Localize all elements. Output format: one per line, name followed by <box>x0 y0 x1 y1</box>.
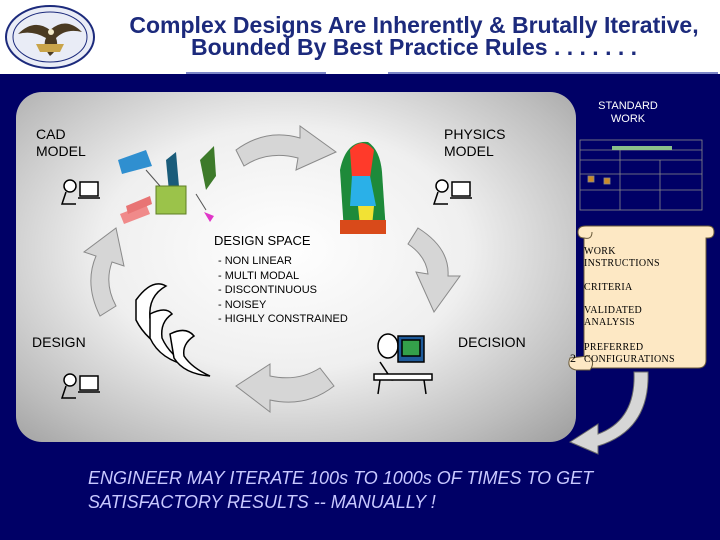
arrow-standard-work-to-cycle-icon <box>568 371 649 455</box>
title-underline-left <box>186 72 326 74</box>
scroll-item-line: WORK <box>584 246 616 257</box>
arrow-decision-to-design-icon <box>235 363 335 414</box>
scroll-item-line: CONFIGURATIONS <box>584 354 675 365</box>
arrow-cad-to-physics-icon <box>235 125 337 171</box>
standard-work-title-line-1: STANDARD <box>598 100 658 112</box>
design-space-title: DESIGN SPACE <box>214 233 311 248</box>
scroll-item-work-instructions: WORK INSTRUCTIONS <box>584 246 660 270</box>
standard-work-title-line-2: WORK <box>610 113 646 125</box>
scroll-number: 2 <box>570 351 576 365</box>
scroll-item-criteria: CRITERIA <box>584 282 633 294</box>
slide-title: Complex Designs Are Inherently & Brutall… <box>108 12 720 60</box>
scroll-item-validated-analysis: VALIDATED ANALYSIS <box>584 305 642 329</box>
footer-line-2: SATISFACTORY RESULTS -- MANUALLY ! <box>88 492 436 512</box>
decision-label: DECISION <box>458 334 526 350</box>
design-space-item: - NON LINEAR <box>218 255 292 267</box>
footer-statement: ENGINEER MAY ITERATE 100s TO 1000s OF TI… <box>88 466 708 514</box>
standard-work-title: STANDARD WORK <box>594 100 662 126</box>
scroll-item-preferred-configurations: PREFERRED CONFIGURATIONS <box>584 342 675 366</box>
scroll-item-line: VALIDATED <box>584 305 643 316</box>
physics-model-illustration <box>340 141 386 234</box>
title-line-1: Complex Designs Are Inherently & Brutall… <box>129 12 699 38</box>
design-label: DESIGN <box>32 334 86 350</box>
cad-model-illustration <box>118 146 216 224</box>
cad-label-line-2: MODEL <box>36 143 86 159</box>
standard-work-scroll-illustration <box>568 225 715 371</box>
arrow-design-to-cad-icon <box>82 227 125 317</box>
standard-work-document-thumbnail <box>579 139 703 211</box>
arrow-physics-to-decision-icon <box>407 227 461 313</box>
design-space-list: - NON LINEAR - MULTI MODAL - DISCONTINUO… <box>218 254 348 327</box>
cad-model-label: CAD MODEL <box>36 126 86 160</box>
design-space-item: - MULTI MODAL <box>218 269 300 282</box>
blade-profiles-illustration <box>135 283 211 377</box>
engineer-computer-icon-physics <box>432 179 472 205</box>
design-space-item: - DISCONTINUOUS <box>218 284 317 296</box>
cad-label-line-1: CAD <box>36 126 66 142</box>
physics-label-line-1: PHYSICS <box>444 126 506 142</box>
physics-label-line-2: MODEL <box>444 143 494 159</box>
scroll-item-line: PREFERRED <box>584 342 644 353</box>
title-underline-right <box>388 72 718 74</box>
footer-line-1: ENGINEER MAY ITERATE 100s TO 1000s OF TI… <box>88 468 594 488</box>
eagle-logo-icon <box>5 5 95 69</box>
design-space-item: - HIGHLY CONSTRAINED <box>218 313 348 325</box>
scroll-item-line: INSTRUCTIONS <box>584 258 660 269</box>
engineer-computer-icon-cad <box>60 179 100 205</box>
physics-model-label: PHYSICS MODEL <box>444 126 505 160</box>
title-line-2: Bounded By Best Practice Rules . . . . .… <box>190 34 638 60</box>
header-bar: Complex Designs Are Inherently & Brutall… <box>0 0 720 74</box>
scroll-item-line: ANALYSIS <box>584 317 635 328</box>
design-space-item: - NOISEY <box>218 298 267 311</box>
engineer-decision-icon <box>373 333 433 395</box>
engineer-computer-icon-design <box>60 373 100 399</box>
scroll-item-line: CRITERIA <box>584 282 633 293</box>
